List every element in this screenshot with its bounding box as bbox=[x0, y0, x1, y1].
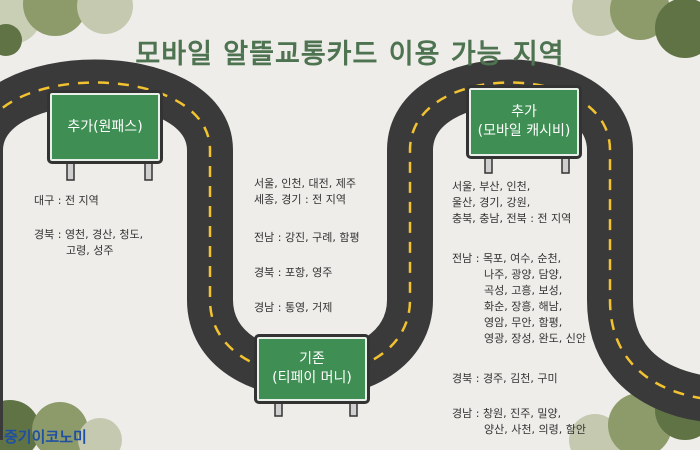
sign-mobile: 추가 (모바일 캐시비) bbox=[466, 85, 582, 159]
sign-existing-line1: 기존 bbox=[299, 351, 325, 367]
mobile-jeonnam: 전남 : 목포, 여수, 순천, 나주, 광양, 담양, 곡성, 고흥, 보성,… bbox=[452, 251, 586, 347]
sign-onepass-label: 추가(원패스) bbox=[67, 118, 143, 135]
mobile-jeonnam-line1: 전남 : 목포, 여수, 순천, bbox=[452, 252, 562, 265]
mobile-gyeongnam-line2: 양산, 사천, 의령, 함안 bbox=[484, 423, 586, 436]
mobile-gyeongnam: 경남 : 창원, 진주, 밀양, 양산, 사천, 의령, 함안 bbox=[452, 406, 586, 438]
sign-mobile-line2: (모바일 캐시비) bbox=[477, 123, 571, 139]
existing-gyeongnam: 경남 : 통영, 거제 bbox=[254, 301, 333, 314]
onepass-daegu: 대구 : 전 지역 bbox=[34, 194, 99, 207]
mobile-line2: 울산, 경기, 강원, bbox=[452, 196, 531, 209]
brand-logo-text: 중기이코노미 bbox=[4, 428, 87, 446]
existing-all-regions: 서울, 인천, 대전, 제주 세종, 경기 : 전 지역 bbox=[254, 176, 356, 208]
onepass-gyeongbuk: 경북 : 영천, 경산, 청도, 고령, 성주 bbox=[34, 227, 143, 259]
existing-line1: 서울, 인천, 대전, 제주 bbox=[254, 177, 356, 190]
page-title: 모바일 알뜰교통카드 이용 가능 지역 bbox=[135, 39, 565, 70]
mobile-jeonnam-line4: 화순, 장흥, 해남, bbox=[484, 300, 563, 313]
mobile-jeonnam-line6: 영광, 장성, 완도, 신안 bbox=[484, 332, 586, 345]
mobile-gyeongnam-line1: 경남 : 창원, 진주, 밀양, bbox=[452, 407, 562, 420]
existing-jeonnam: 전남 : 강진, 구례, 함평 bbox=[254, 231, 360, 244]
sign-mobile-line1: 추가 bbox=[511, 104, 537, 120]
road-lane-line bbox=[0, 81, 700, 400]
existing-line2: 세종, 경기 : 전 지역 bbox=[254, 193, 347, 206]
sign-onepass: 추가(원패스) bbox=[47, 90, 163, 164]
mobile-all-regions: 서울, 부산, 인천, 울산, 경기, 강원, 충북, 충남, 전북 : 전 지… bbox=[452, 179, 571, 227]
existing-gyeongbuk: 경북 : 포항, 영주 bbox=[254, 266, 333, 279]
mobile-line3: 충북, 충남, 전북 : 전 지역 bbox=[452, 212, 572, 225]
mobile-line1: 서울, 부산, 인천, bbox=[452, 180, 531, 193]
onepass-gyeongbuk-line2: 고령, 성주 bbox=[66, 244, 114, 257]
mobile-gyeongbuk: 경북 : 경주, 김천, 구미 bbox=[452, 372, 558, 385]
mobile-jeonnam-line2: 나주, 광양, 담양, bbox=[484, 268, 563, 281]
sign-existing: 기존 (티페이 머니) bbox=[254, 334, 370, 404]
onepass-gyeongbuk-line1: 경북 : 영천, 경산, 청도, bbox=[34, 228, 144, 241]
sign-existing-line2: (티페이 머니) bbox=[272, 370, 352, 386]
mobile-jeonnam-line3: 곡성, 고흥, 보성, bbox=[484, 284, 563, 297]
mobile-jeonnam-line5: 영암, 무안, 함평, bbox=[484, 316, 563, 329]
